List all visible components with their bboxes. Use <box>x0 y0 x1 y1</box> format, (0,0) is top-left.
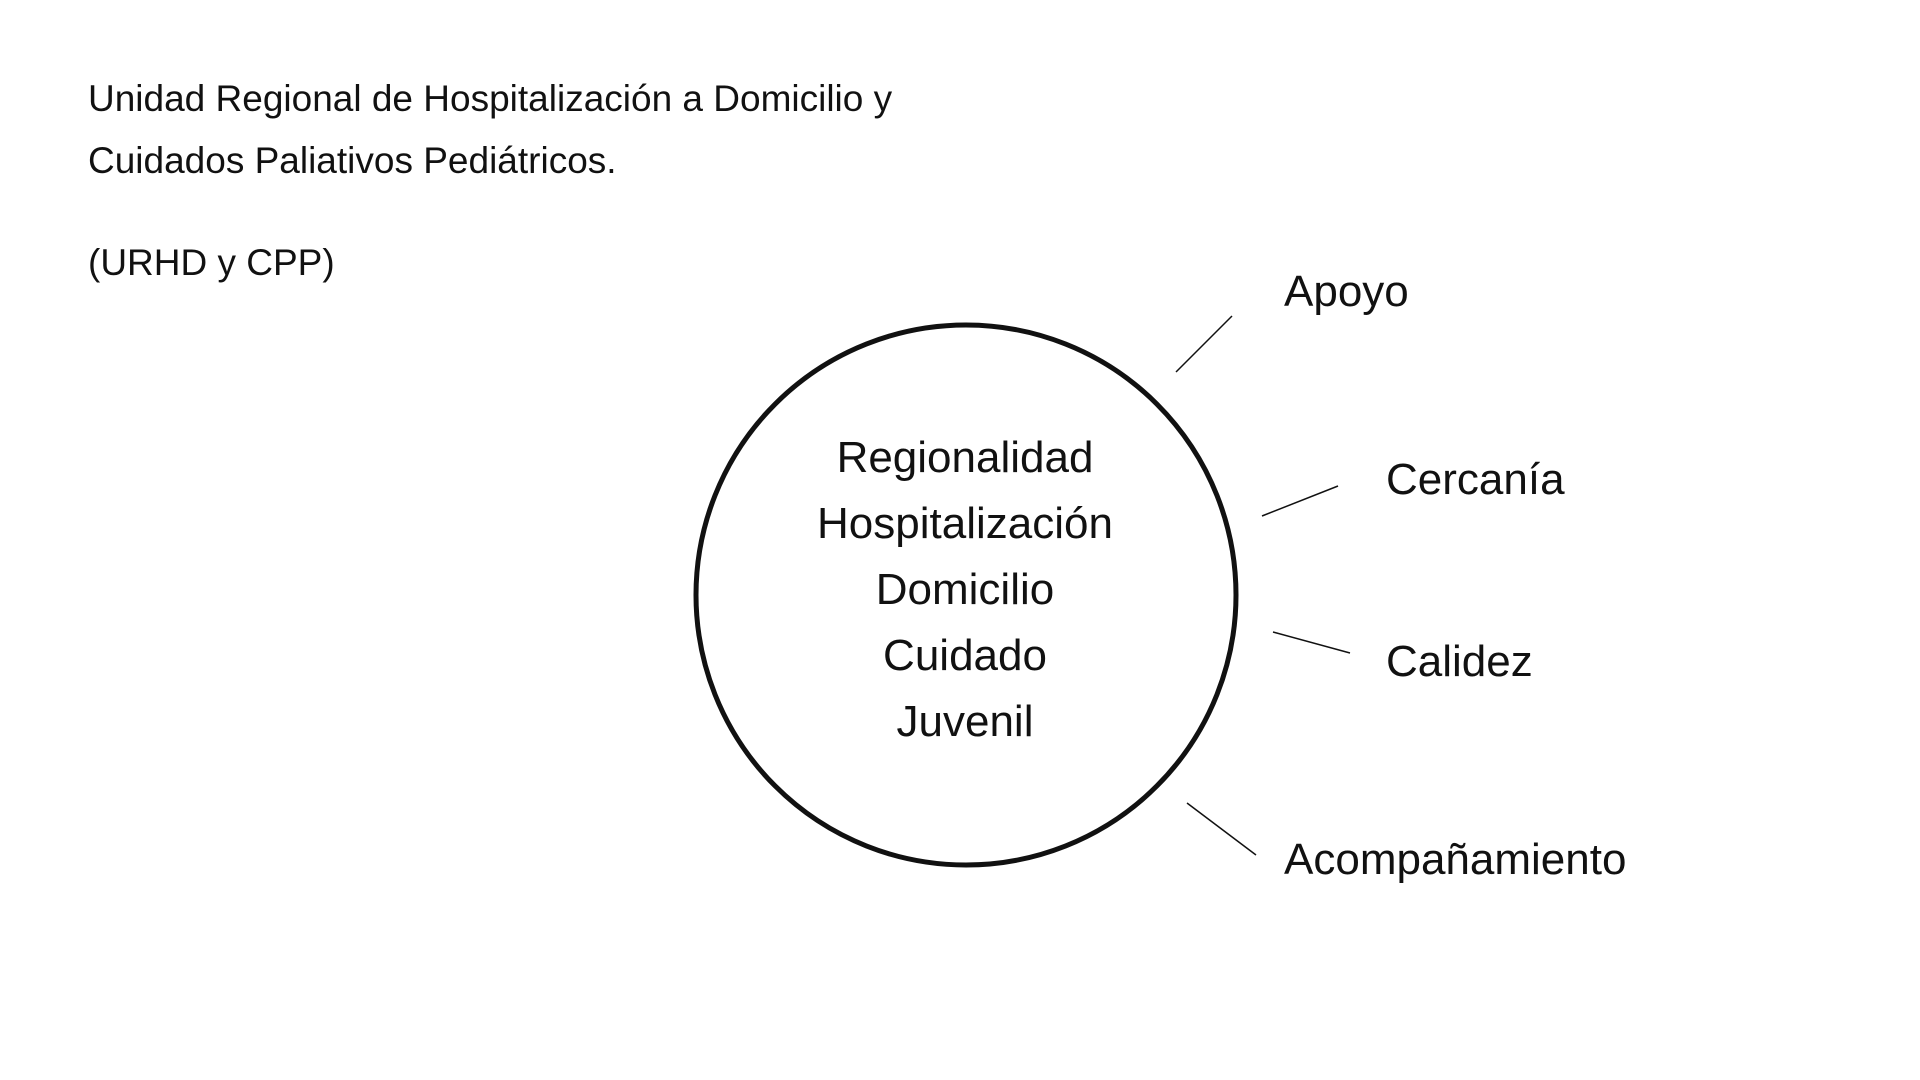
center-word-domicilio: Domicilio <box>875 565 1055 614</box>
concept-acompanamiento: Acompañamiento <box>1284 835 1627 884</box>
center-word-hospitalizacion: Hospitalización <box>817 499 1113 548</box>
center-word-juvenil: Juvenil <box>896 697 1034 746</box>
connector-cercania <box>1261 485 1339 517</box>
central-concepts: Regionalidad Hospitalización Domicilio C… <box>765 425 1165 755</box>
concept-calidez: Calidez <box>1386 637 1533 686</box>
page-title: Unidad Regional de Hospitalización a Dom… <box>88 68 892 192</box>
title-line-2: Cuidados Paliativos Pediátricos. <box>88 140 617 181</box>
connector-acompanamiento <box>1186 802 1257 856</box>
connector-calidez <box>1272 631 1351 654</box>
concept-apoyo: Apoyo <box>1284 267 1409 316</box>
connector-apoyo <box>1175 315 1233 373</box>
center-word-regionalidad: Regionalidad <box>836 433 1094 482</box>
center-word-cuidado: Cuidado <box>883 631 1047 680</box>
title-line-1: Unidad Regional de Hospitalización a Dom… <box>88 78 893 119</box>
concept-cercania: Cercanía <box>1386 455 1565 504</box>
abbreviation-label: (URHD y CPP) <box>88 242 335 283</box>
central-circle <box>693 322 1239 868</box>
